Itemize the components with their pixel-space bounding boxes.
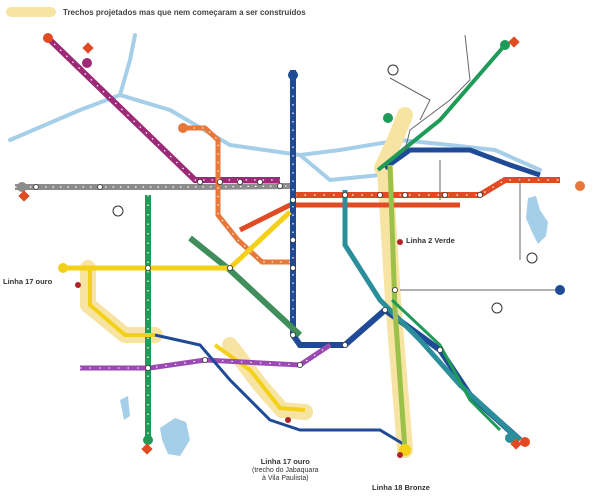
line-orange (185, 125, 290, 265)
stations (33, 178, 483, 371)
line-yellow (60, 210, 306, 412)
line-lilac (80, 342, 332, 371)
callout-linha-18: Linha 18 Bronze (372, 483, 430, 493)
line-badges (17, 33, 585, 456)
callout-linha-17b: Linha 17 ouro (trecho do Jabaquara à Vil… (252, 457, 319, 483)
legend-highlight-swatch (6, 7, 56, 17)
thin-connectors (389, 34, 560, 291)
lakes (120, 196, 548, 456)
callout-linha-17a: Linha 17 ouro (3, 277, 53, 287)
callout-linha-17b-title: Linha 17 ouro (260, 457, 310, 466)
legend: Trechos projetados mas que nem começaram… (6, 7, 306, 17)
rivers (8, 33, 542, 182)
line-gray (15, 183, 291, 190)
line-purple (45, 35, 280, 183)
callout-linha-17a-label: Linha 17 ouro (3, 277, 53, 286)
legend-text: Trechos projetados mas que nem começaram… (63, 7, 306, 17)
callout-linha-18-label: Linha 18 Bronze (372, 483, 430, 492)
callout-linha-2-label: Linha 2 Verde (406, 236, 455, 245)
callout-dots (75, 239, 403, 458)
callout-linha-17b-sub1: (trecho do Jabaquara (252, 466, 319, 474)
line-green-vertical (387, 164, 502, 451)
line-red (238, 177, 560, 233)
callout-linha-2: Linha 2 Verde (406, 236, 455, 246)
lettered-markers (112, 64, 538, 314)
line-darkblue-south (154, 333, 406, 447)
line-teal (342, 190, 522, 442)
callout-linha-17b-sub2: à Vila Paulista) (261, 474, 309, 482)
